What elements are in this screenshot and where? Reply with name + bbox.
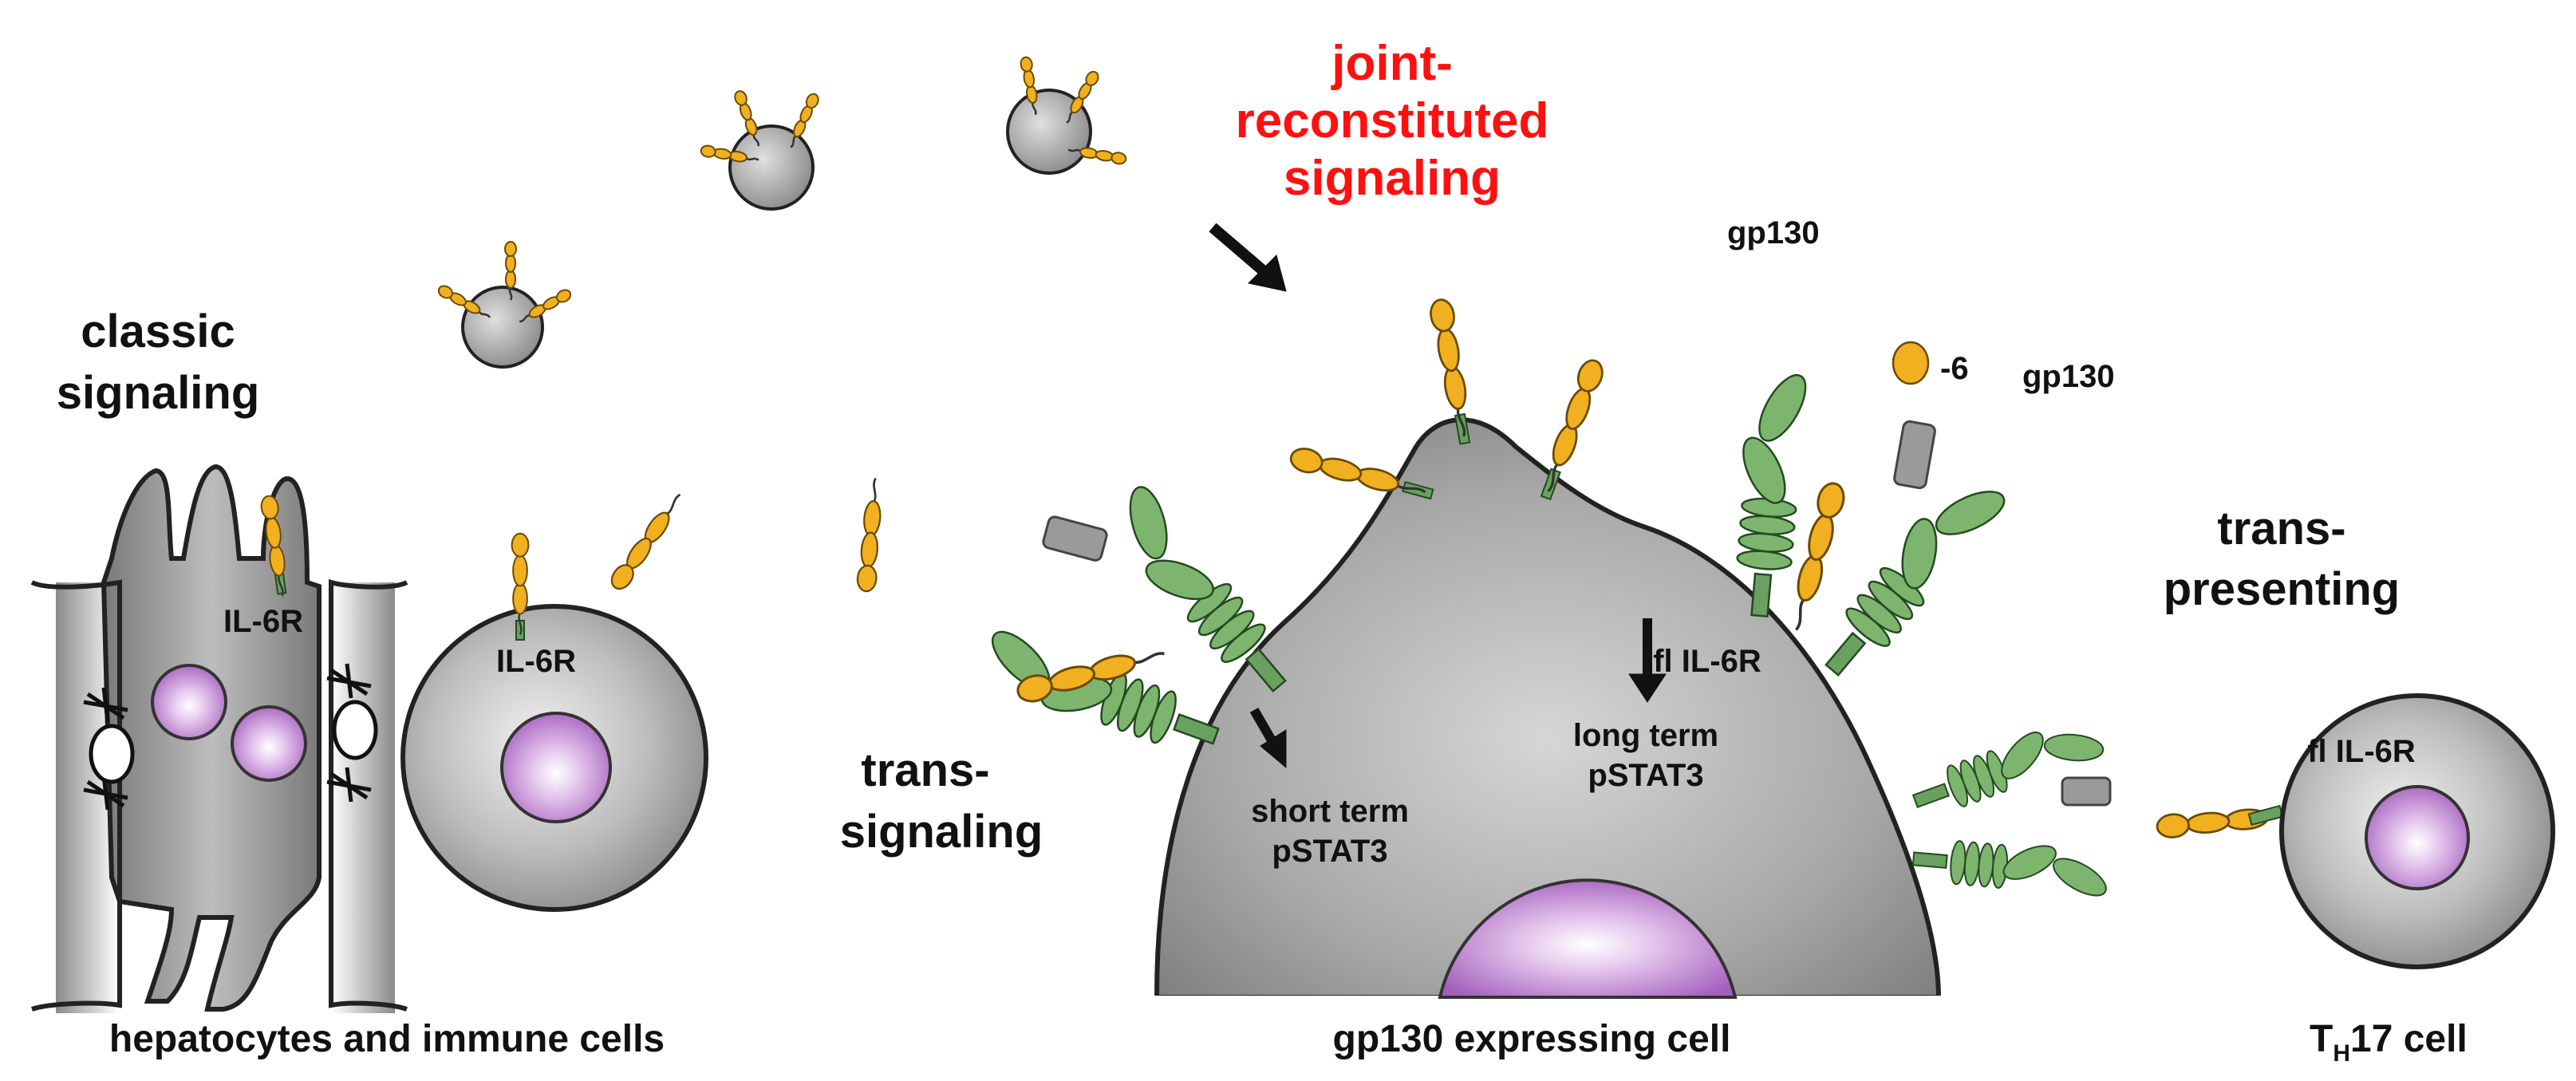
immune-nucleus [500,712,612,823]
gp130-top-label: gp130 [1727,215,1820,251]
trans-signaling-complex [967,471,1308,775]
il6r-immune [511,532,530,641]
footer-hepatocytes: hepatocytes and immune cells [109,1018,665,1060]
immune-cell-group [400,532,708,912]
signal-arrows [1209,223,1667,769]
junction-marks [83,663,372,811]
il6-fragment-label: -6 [1940,351,1969,386]
hepatocyte-nucleus-1 [151,664,227,740]
joint-label-3: signaling [1284,151,1501,206]
joint-label-1: joint- [1331,36,1453,91]
trans-presenting-label-1: trans- [2217,503,2345,554]
trans-signaling-label-1: trans- [861,744,989,796]
vesicle-3 [1006,55,1128,175]
fl-il6r-th17-label: fl IL-6R [2307,734,2416,769]
classic-signaling-label-1: classic [81,306,235,357]
fl-il6r-main-label: fl IL-6R [1653,644,1761,679]
short-term-label-1: short term [1251,794,1409,829]
th17-nucleus [2365,785,2470,890]
soluble-il6r-2 [855,476,886,594]
long-term-label-2: pSTAT3 [1588,758,1703,793]
il6r-bump-1 [1426,296,1477,445]
il6r-bump-3 [1287,444,1434,505]
footer-labels: hepatocytes and immune cells gp130 expre… [109,1018,2468,1067]
gp130-right-label: gp130 [2022,359,2115,394]
footer-th17-tail: 17 cell [2350,1018,2468,1060]
short-term-label-2: pSTAT3 [1272,834,1387,869]
vesicle-2 [699,88,822,211]
hepatocyte-nucleus-2 [231,705,307,782]
il6r-hepatocyte-label: IL-6R [223,604,303,639]
classic-signaling-label-2: signaling [57,367,260,419]
long-term-label-1: long term [1573,718,1718,753]
hepatocyte-right-wall [331,582,395,1013]
trans-signaling-label-2: signaling [840,806,1043,858]
footer-th17-t: T [2310,1018,2333,1060]
footer-th17: TH17 cell [2310,1018,2468,1067]
il6r-hepatocyte [258,494,292,598]
il6r-immune-label: IL-6R [496,644,576,679]
gp130-cell-group [967,223,2298,1004]
floating-elements [435,55,1128,594]
hepatocyte-group [30,464,408,1013]
vesicle-1 [435,240,574,369]
joint-signaling-complex [1719,341,2020,694]
soluble-il6r-1 [606,487,689,594]
joint-label-2: reconstituted [1236,93,1549,148]
gp130-expressing-cell [1154,417,1942,1000]
il6r-bump-2 [1536,355,1608,501]
gp130-cell-nucleus [1438,878,1738,999]
footer-th17-sub: H [2333,1040,2350,1067]
footer-gp130-cell: gp130 expressing cell [1333,1018,1731,1060]
hepatocyte-cell [101,464,322,1012]
th17-cell-group [2279,693,2555,969]
trans-presenting-complex [1903,702,2298,905]
labels: classic signaling joint- reconstituted s… [57,36,2416,869]
trans-presenting-label-2: presenting [2164,563,2400,615]
